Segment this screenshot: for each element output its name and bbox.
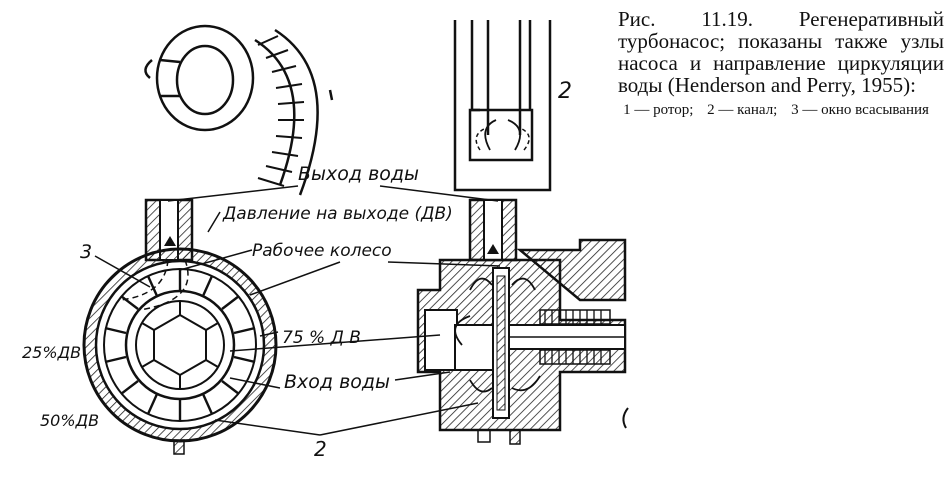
label-number-3: 3 [80, 241, 92, 263]
caption-main-text: Рис. 11.19. Регенератив­ный турбонасос; … [618, 7, 944, 97]
label-water-out: Выход воды [298, 163, 419, 185]
caption-legend: 1 — ротор; 2 — канал; 3 — окно всасывани… [618, 102, 944, 119]
legend-item-suction-window: 3 — окно всасывания [791, 102, 929, 118]
label-outlet-pressure: Давление на выходе (ДВ) [222, 204, 453, 224]
channel-detail [453, 20, 552, 192]
label-50-percent: 50%ДВ [40, 411, 99, 430]
label-75-percent: 75 % Д В [282, 328, 361, 348]
label-25-percent: 25%ДВ [22, 343, 81, 362]
label-number-2-bottom: 2 [314, 437, 327, 461]
pump-front-view [82, 198, 278, 455]
figure-caption: Рис. 11.19. Регенератив­ный турбонасос; … [618, 8, 944, 119]
legend-item-rotor: 1 — ротор; [623, 102, 694, 118]
label-water-in: Вход воды [284, 371, 390, 393]
legend-item-channel: 2 — канал; [707, 102, 778, 118]
leader-lines [94, 185, 501, 436]
label-impeller: Рабочее колесо [252, 241, 392, 261]
rotor-fragment-sketch [144, 24, 334, 196]
pump-section-view [416, 198, 629, 445]
label-number-2-top: 2 [558, 79, 572, 104]
